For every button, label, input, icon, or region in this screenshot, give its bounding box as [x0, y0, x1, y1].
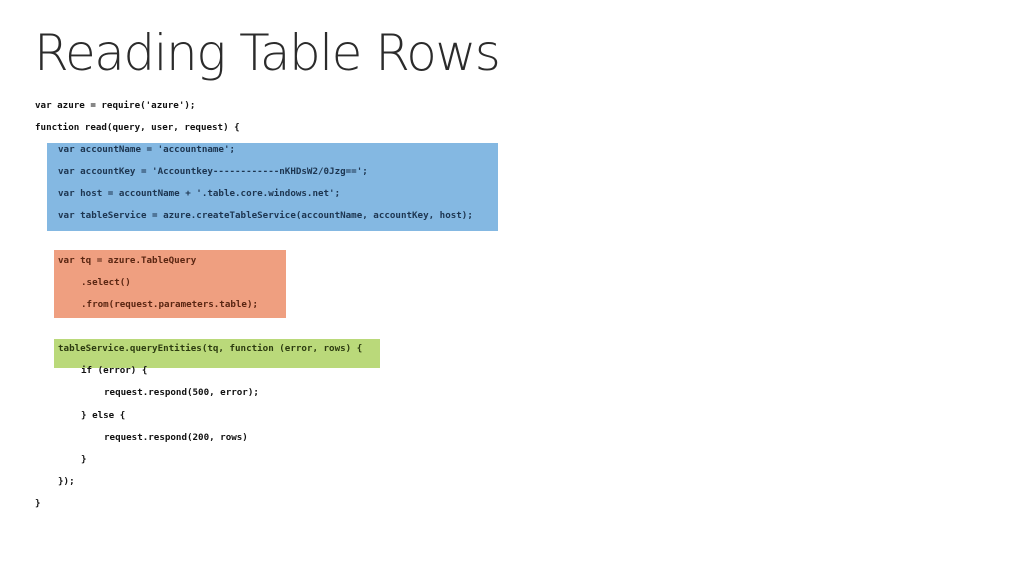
table-query-highlight	[54, 250, 286, 318]
code-line: function read(query, user, request) {	[35, 122, 240, 133]
code-line: var azure = require('azure');	[35, 100, 196, 111]
code-line: var accountKey = 'Accountkey------------…	[58, 166, 368, 177]
query-entities-highlight	[54, 339, 380, 368]
code-line: if (error) {	[81, 365, 148, 376]
code-line: request.respond(500, error);	[104, 387, 259, 398]
code-line: }	[35, 498, 41, 509]
code-line: request.respond(200, rows)	[104, 432, 248, 443]
code-line: var accountName = 'accountname';	[58, 144, 236, 155]
code-line: var host = accountName + '.table.core.wi…	[58, 188, 341, 199]
code-line: });	[58, 476, 75, 487]
code-line: tableService.queryEntities(tq, function …	[58, 343, 363, 354]
code-line: var tq = azure.TableQuery	[58, 255, 197, 266]
code-line: }	[81, 454, 87, 465]
code-line: .select()	[81, 277, 131, 288]
slide-title: Reading Table Rows	[34, 24, 501, 82]
code-line: .from(request.parameters.table);	[81, 299, 259, 310]
code-line: var tableService = azure.createTableServ…	[58, 210, 473, 221]
account-setup-highlight	[47, 143, 498, 231]
code-line: } else {	[81, 410, 126, 421]
